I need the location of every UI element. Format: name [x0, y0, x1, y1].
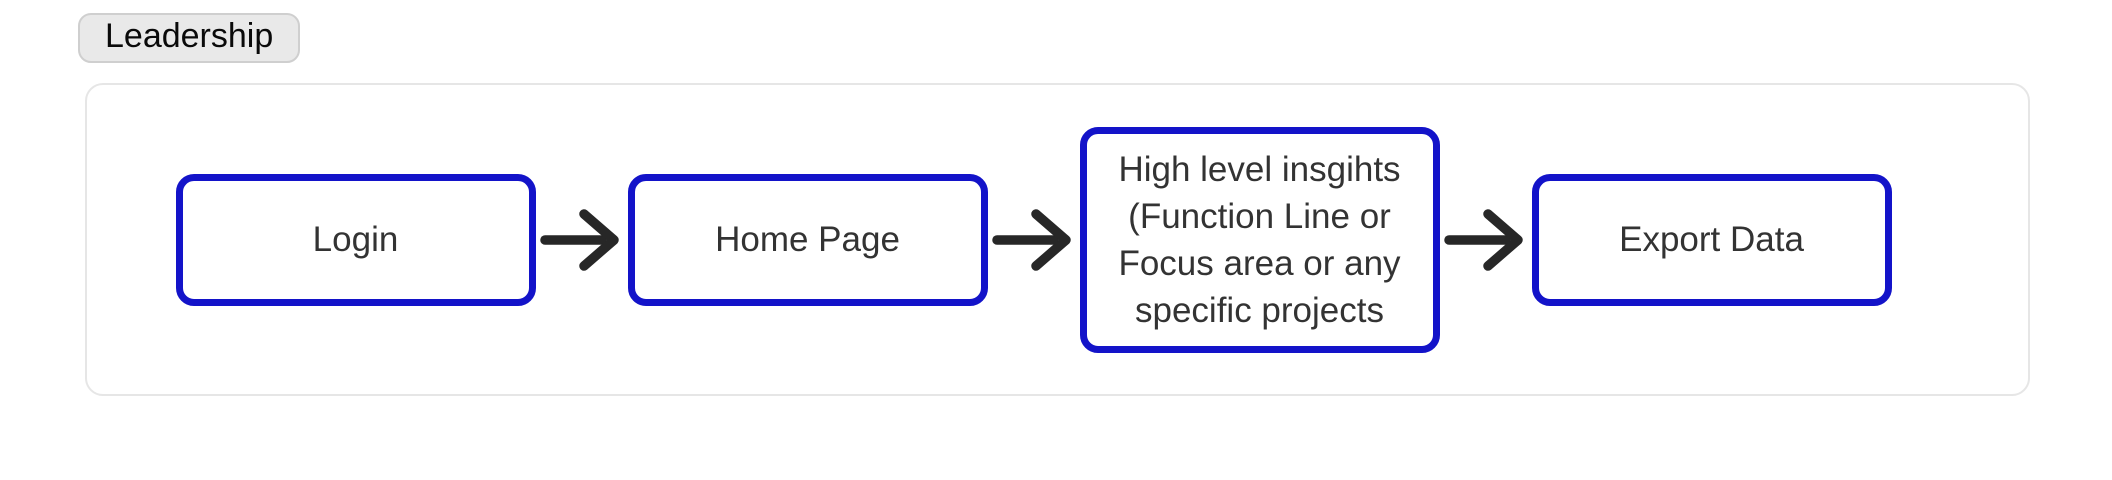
arrow-right-icon	[1443, 208, 1523, 271]
leadership-badge: Leadership	[78, 13, 301, 63]
flow-node-high-level-insights: High level insgihts (Function Line or Fo…	[1079, 126, 1440, 353]
flow-container: Login Home Page High level insgihts (Fun…	[85, 83, 2030, 396]
flow-node-export-data: Export Data	[1531, 173, 1892, 306]
arrow-right-icon	[539, 208, 619, 271]
flow-node-home-page: Home Page	[627, 173, 988, 306]
arrow-right-icon	[991, 208, 1071, 271]
flow-node-login: Login	[175, 173, 536, 306]
